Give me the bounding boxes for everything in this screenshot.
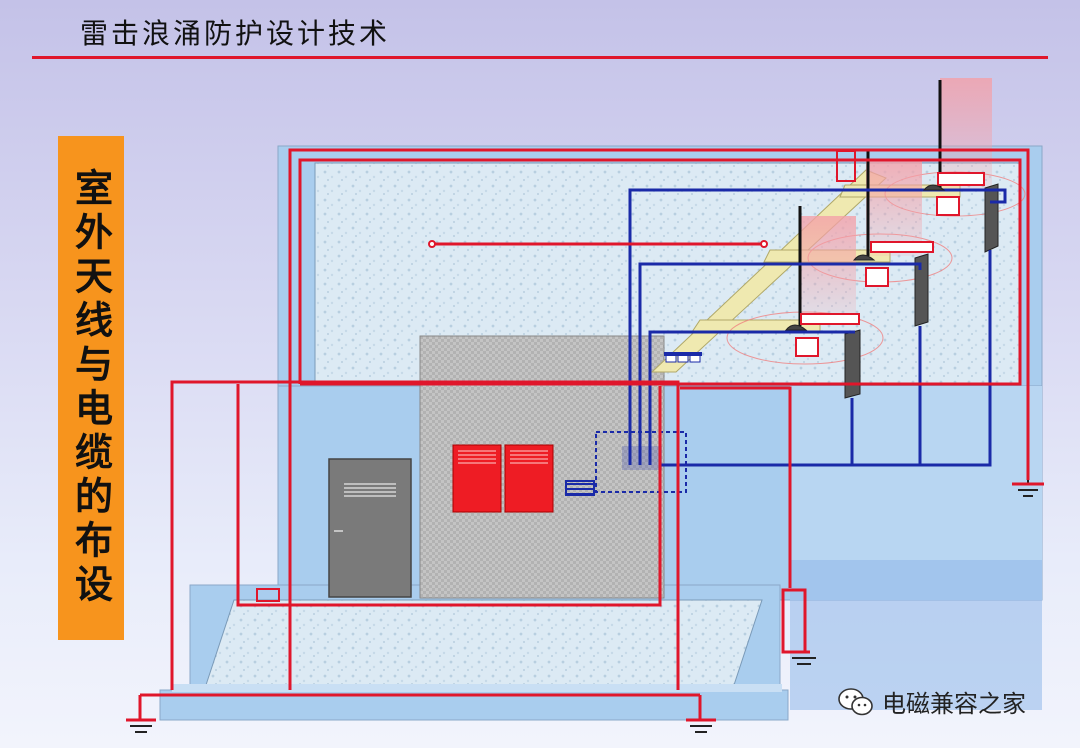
antenna-panels	[844, 183, 999, 399]
ground-lead-mid	[236, 384, 662, 607]
feeder-return-top	[660, 250, 992, 467]
wechat-icon	[838, 687, 873, 715]
mount-box-low	[795, 337, 819, 357]
mount-box-mid	[865, 267, 889, 287]
cabinet-vents	[458, 450, 548, 464]
right-wall-fade	[790, 560, 1042, 710]
ground-clamp-top	[836, 150, 856, 182]
page-title: 雷击浪涌防护设计技术	[80, 17, 391, 50]
tray-surge-protectors	[664, 352, 702, 363]
signal-cable-top	[628, 188, 1007, 465]
earth-symbol-base-left	[126, 718, 156, 733]
ground-lead-right	[680, 386, 792, 588]
cable-entry-box	[595, 431, 687, 493]
ground-lead-left	[170, 380, 680, 690]
antenna-panel-mid	[914, 253, 929, 327]
grounding-network	[138, 148, 1030, 720]
side-label: 室外天线与电缆的布设	[58, 136, 124, 640]
door	[328, 458, 412, 598]
watermark-text: 电磁兼容之家	[882, 690, 1026, 718]
door-panel	[328, 458, 412, 598]
radio-cabinet-right	[504, 444, 554, 513]
roof-ground-bar	[428, 240, 768, 248]
beam-top	[940, 78, 992, 190]
antenna-masts	[798, 80, 942, 326]
lightning-protection-beams	[800, 78, 992, 320]
cable-entry-inner-box	[622, 446, 662, 470]
ground-terminal-left	[256, 588, 280, 602]
ground-ring-top	[288, 148, 1030, 690]
signal-cables	[628, 188, 1007, 467]
radio-cabinet-left	[452, 444, 502, 513]
antenna-mount-boxes	[795, 172, 985, 357]
ground-ring-roof	[298, 158, 1022, 386]
beam-low	[800, 216, 856, 320]
mount-box-top	[936, 196, 960, 216]
antenna-panel-top	[984, 183, 999, 253]
antenna-panel-low	[844, 329, 861, 399]
watermark: 电磁兼容之家	[838, 684, 1026, 719]
signal-cable-mid	[638, 262, 922, 465]
earth-symbols	[126, 480, 1044, 733]
earth-symbol-right	[1012, 480, 1044, 497]
mount-bases	[784, 184, 946, 331]
equipment-room	[419, 335, 665, 599]
title-underline	[32, 56, 1048, 59]
base-ledge	[172, 684, 782, 692]
earth-symbol-base-right	[686, 718, 716, 733]
signal-cable-low	[648, 330, 855, 465]
side-label-text: 室外天线与电缆的布设	[68, 168, 114, 608]
earth-symbol-floor	[790, 650, 816, 665]
beam-mid	[866, 160, 922, 256]
